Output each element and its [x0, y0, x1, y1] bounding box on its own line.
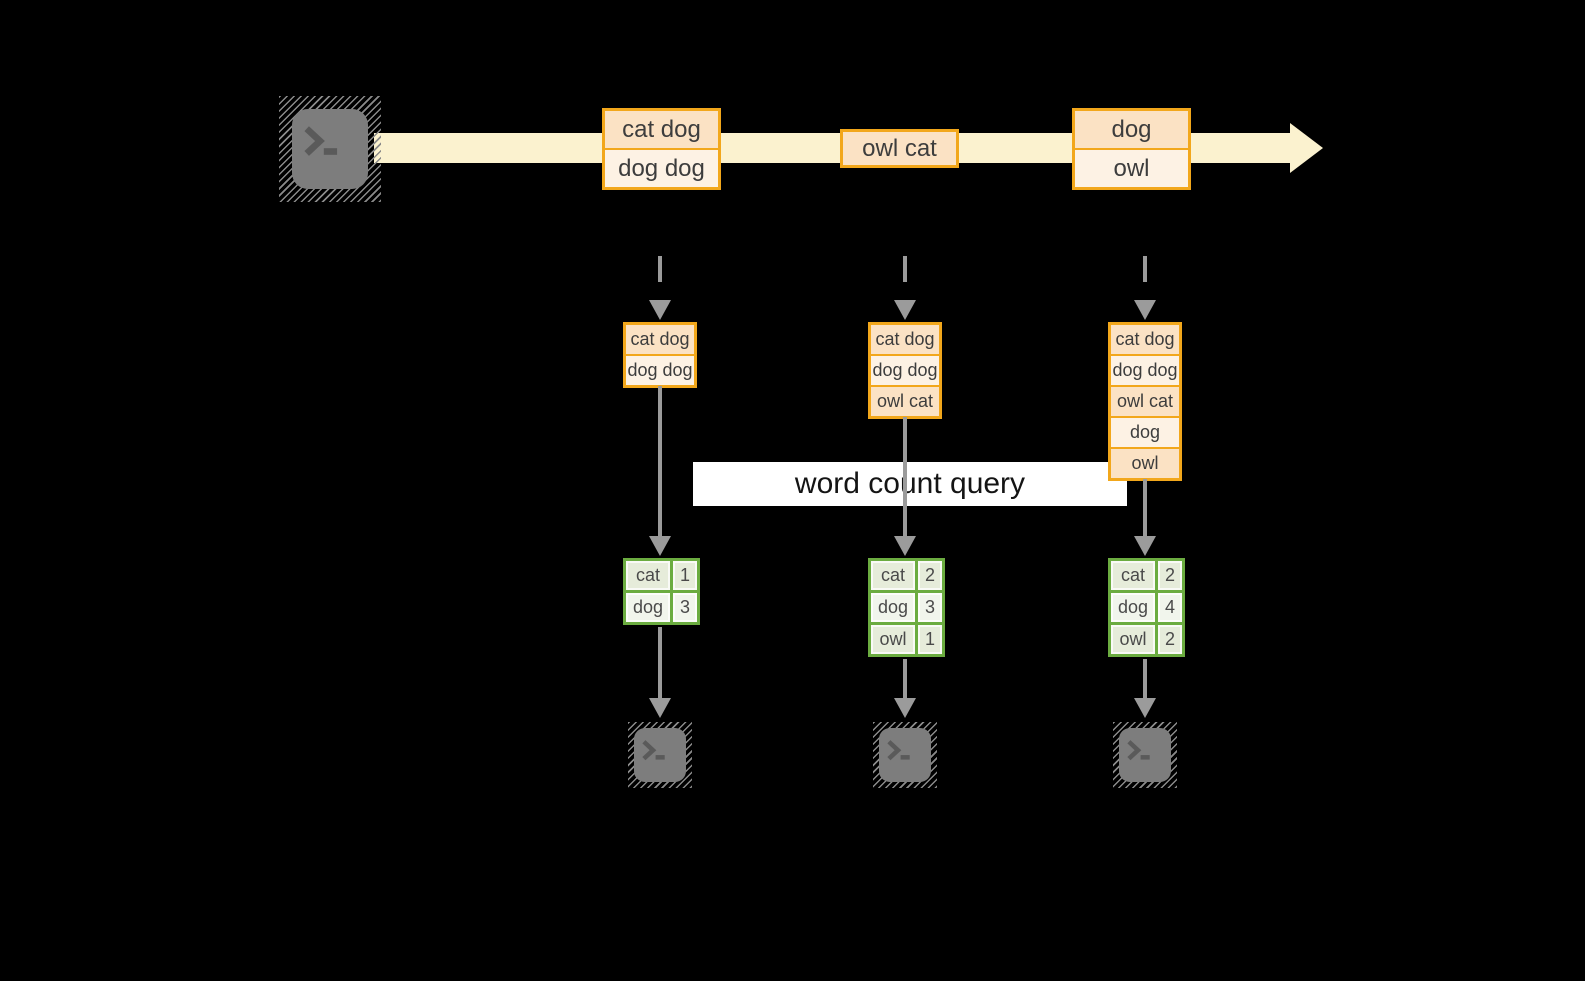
sink-terminal-icon-1	[628, 722, 692, 788]
terminal-icon	[879, 728, 931, 782]
batch-row: cat dog	[626, 325, 694, 354]
stream-event-text: cat dog	[605, 111, 718, 148]
output-arrowhead-2	[894, 698, 916, 718]
batch-dashed-arrowhead-1	[649, 300, 671, 320]
batch-dashed-arrow-line-2	[903, 256, 907, 282]
word-cell: dog	[1111, 593, 1155, 622]
batch-row: dog dog	[626, 354, 694, 385]
batch-row: cat dog	[871, 325, 939, 354]
batch-row: owl	[1111, 447, 1179, 478]
batch-row: dog dog	[871, 354, 939, 385]
word-cell: cat	[871, 561, 915, 590]
count-cell: 1	[673, 561, 697, 590]
count-cell: 1	[918, 625, 942, 654]
sink-terminal-icon-2	[873, 722, 937, 788]
word-cell: dog	[871, 593, 915, 622]
terminal-prompt-icon	[887, 739, 910, 760]
batch-dashed-arrow-line-1	[658, 256, 662, 282]
micro-batch-stack-3: cat dog dog dog owl cat dog owl	[1108, 322, 1182, 481]
stream-event-text: dog	[1075, 111, 1188, 148]
terminal-prompt-icon	[642, 739, 665, 760]
batch-row: owl cat	[1111, 385, 1179, 416]
word-count-table-1: cat 1 dog 3	[623, 558, 700, 625]
output-arrow-line-2	[903, 659, 907, 698]
batch-dashed-arrowhead-2	[894, 300, 916, 320]
stream-source-terminal-icon	[279, 96, 381, 202]
stream-event-batch-2: owl cat	[840, 129, 959, 168]
sink-terminal-icon-3	[1113, 722, 1177, 788]
micro-batch-stack-2: cat dog dog dog owl cat	[868, 322, 942, 419]
count-cell: 3	[673, 593, 697, 622]
stream-event-text: dog dog	[605, 148, 718, 187]
micro-batch-stack-1: cat dog dog dog	[623, 322, 697, 388]
output-arrow-line-1	[658, 627, 662, 698]
word-cell: cat	[626, 561, 670, 590]
output-arrowhead-1	[649, 698, 671, 718]
terminal-prompt-icon	[304, 126, 338, 157]
word-cell: dog	[626, 593, 670, 622]
word-cell: cat	[1111, 561, 1155, 590]
word-count-table-2: cat 2 dog 3 owl 1	[868, 558, 945, 657]
count-cell: 3	[918, 593, 942, 622]
query-arrowhead-1	[649, 536, 671, 556]
batch-row: owl cat	[871, 385, 939, 416]
word-cell: owl	[1111, 625, 1155, 654]
batch-row: dog	[1111, 416, 1179, 447]
batch-dashed-arrow-line-3	[1143, 256, 1147, 282]
count-cell: 2	[1158, 561, 1182, 590]
output-arrow-line-3	[1143, 659, 1147, 698]
query-arrow-line-1	[658, 386, 662, 536]
terminal-icon	[292, 109, 368, 189]
query-arrowhead-3	[1134, 536, 1156, 556]
query-arrowhead-2	[894, 536, 916, 556]
count-cell: 4	[1158, 593, 1182, 622]
query-arrow-line-2	[903, 417, 907, 536]
count-cell: 2	[918, 561, 942, 590]
output-arrowhead-3	[1134, 698, 1156, 718]
terminal-icon	[1119, 728, 1171, 782]
stream-arrowhead-icon	[1290, 123, 1323, 173]
word-count-table-3: cat 2 dog 4 owl 2	[1108, 558, 1185, 657]
query-label: word count query	[693, 462, 1127, 506]
stream-event-batch-1: cat dog dog dog	[602, 108, 721, 190]
count-cell: 2	[1158, 625, 1182, 654]
query-arrow-line-3	[1143, 479, 1147, 536]
stream-event-batch-3: dog owl	[1072, 108, 1191, 190]
stream-event-text: owl	[1075, 148, 1188, 187]
batch-dashed-arrowhead-3	[1134, 300, 1156, 320]
word-cell: owl	[871, 625, 915, 654]
batch-row: dog dog	[1111, 354, 1179, 385]
terminal-icon	[634, 728, 686, 782]
terminal-prompt-icon	[1127, 739, 1150, 760]
batch-row: cat dog	[1111, 325, 1179, 354]
stream-event-text: owl cat	[843, 132, 956, 165]
